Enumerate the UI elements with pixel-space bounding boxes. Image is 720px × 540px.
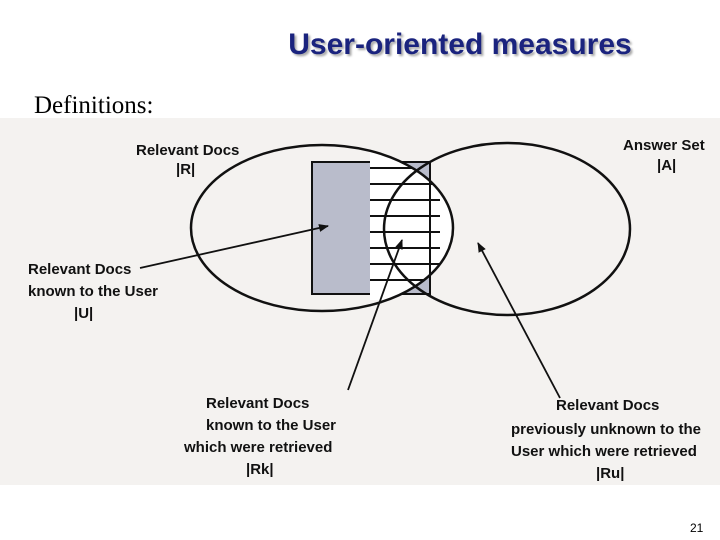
known-retrieved-label-3: which were retrieved (183, 439, 332, 456)
slide-title: User-oriented measures (288, 28, 632, 61)
unknown-retrieved-label-2: previously unknown to the (511, 421, 701, 438)
unknown-retrieved-count: |Ru| (596, 465, 624, 482)
known-to-user-arrow (139, 224, 329, 269)
known-retrieved-label-2: known to the User (206, 417, 336, 434)
known-retrieved-count: |Rk| (246, 461, 274, 478)
known-to-user-label: Relevant Docs (28, 261, 131, 278)
definitions-label: Definitions: (34, 92, 154, 119)
known-retrieved-label: Relevant Docs (206, 395, 309, 412)
answer-set-count: |A| (657, 157, 676, 174)
answer-set-ellipse (382, 141, 632, 317)
relevant-docs-ellipse (189, 143, 455, 313)
relevant-docs-label: Relevant Docs (136, 142, 239, 159)
unknown-retrieved-label-3: User which were retrieved (511, 443, 697, 460)
known-retrieved-arrow (347, 239, 403, 391)
answer-set-label: Answer Set (623, 137, 705, 154)
known-to-user-count: |U| (74, 305, 93, 322)
known-to-user-label-2: known to the User (28, 283, 158, 300)
page-number: 21 (690, 521, 704, 535)
relevant-docs-count: |R| (176, 161, 195, 178)
unknown-retrieved-label: Relevant Docs (556, 397, 659, 414)
unknown-retrieved-arrow (477, 242, 561, 399)
